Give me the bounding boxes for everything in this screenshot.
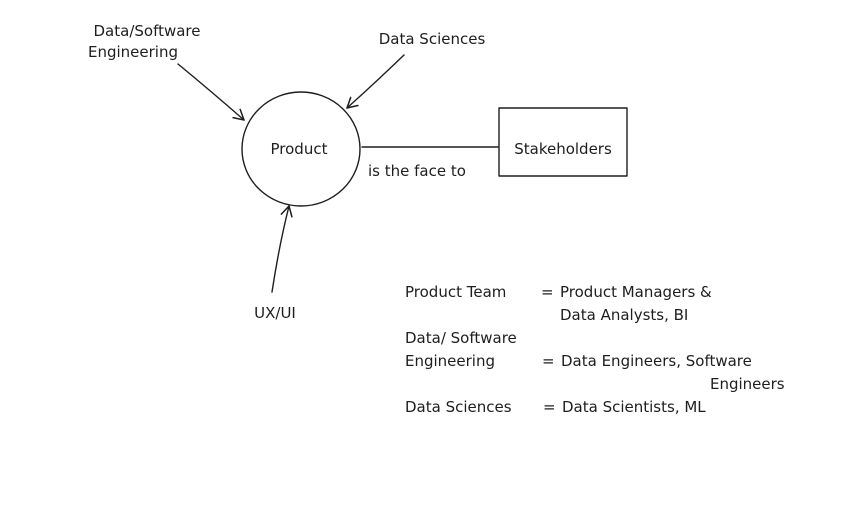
legend-row-data-software-engineering: Data/ Software — [405, 327, 517, 350]
legend-definition-product-team-line2: Data Analysts, BI — [560, 306, 689, 324]
legend-term-data-software-engineering-line2: Engineering — [405, 352, 495, 370]
data-software-engineering-label-line1: Data/Software — [94, 22, 201, 40]
product-node-circle — [241, 91, 361, 207]
data-sciences-arrow — [346, 54, 405, 109]
legend-row-product-team-cont: Data Analysts, BI — [405, 304, 688, 327]
legend-row-product-team: Product Team = Product Managers & — [405, 281, 712, 304]
legend-definition-product-team-line1: Product Managers & — [560, 283, 712, 301]
product-node-label: Product — [271, 140, 328, 158]
legend-row-data-software-engineering-cont: Engineering = Data Engineers, Software — [405, 350, 752, 373]
legend-equals-product-team: = — [541, 283, 554, 301]
legend-row-data-sciences: Data Sciences = Data Scientists, ML — [405, 396, 706, 419]
data-software-engineering-arrow — [177, 63, 245, 121]
legend-definition-data-sciences: Data Scientists, ML — [562, 398, 706, 416]
data-software-engineering-label-line2: Engineering — [88, 43, 178, 61]
stakeholders-node-box — [498, 107, 628, 177]
connector-label-is-the-face-to: is the face to — [368, 162, 466, 180]
legend-equals-data-sciences: = — [543, 398, 556, 416]
legend-term-data-sciences: Data Sciences — [405, 398, 512, 416]
ux-ui-label: UX/UI — [254, 304, 296, 322]
ux-ui-arrow — [271, 205, 293, 293]
legend-equals-data-software-engineering: = — [542, 352, 555, 370]
legend-term-data-software-engineering-line1: Data/ Software — [405, 329, 517, 347]
legend-definition-data-software-engineering-line2: Engineers — [710, 375, 785, 393]
legend-definition-data-software-engineering-line1: Data Engineers, Software — [561, 352, 752, 370]
diagram-canvas: Product Stakeholders is the face to Data… — [88, 22, 628, 322]
legend-term-product-team: Product Team — [405, 283, 507, 301]
team-definitions-legend: Product Team = Product Managers & Data A… — [405, 281, 785, 419]
data-sciences-label: Data Sciences — [379, 30, 486, 48]
stakeholders-node-label: Stakeholders — [514, 140, 612, 158]
legend-row-data-software-engineering-cont2: Engineers — [405, 373, 785, 396]
